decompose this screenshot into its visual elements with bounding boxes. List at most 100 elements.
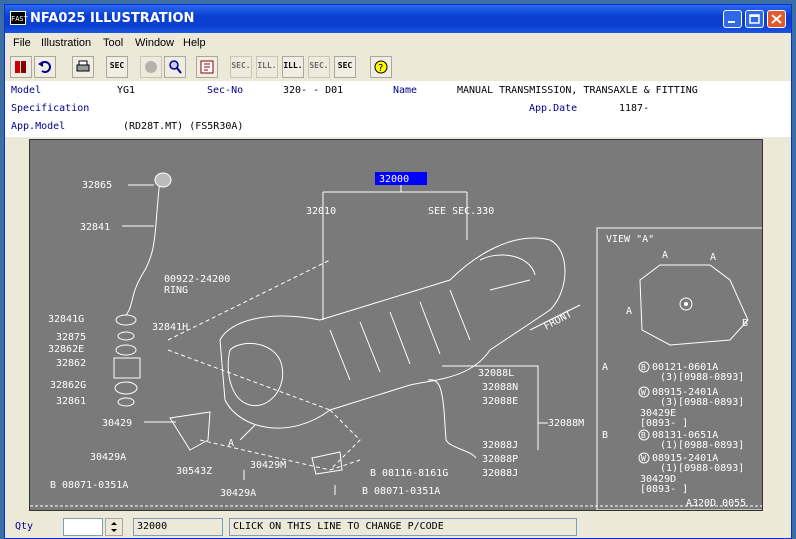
note-sub-3: [0893- ] bbox=[640, 418, 688, 429]
callout-32862e[interactable]: 32862E bbox=[48, 344, 84, 355]
note-sub-1: (3)[0988-0893] bbox=[660, 372, 744, 383]
maximize-button[interactable] bbox=[745, 10, 764, 28]
view-letter-2: A bbox=[710, 252, 716, 263]
view-letter-1: A bbox=[662, 250, 668, 261]
prev-section-button[interactable]: SEC. bbox=[230, 56, 252, 78]
next-section-button[interactable]: SEC. bbox=[308, 56, 330, 78]
secno-label: Sec-No bbox=[207, 85, 244, 96]
app-icon: FAST bbox=[10, 11, 28, 25]
view-letter-4: B bbox=[742, 318, 748, 329]
view-letter-3: A bbox=[626, 306, 632, 317]
help-button[interactable]: ? bbox=[370, 56, 392, 78]
print-button[interactable] bbox=[72, 56, 94, 78]
callout-08116[interactable]: B 08116-8161G bbox=[370, 468, 448, 479]
callout-32841g[interactable]: 32841G bbox=[48, 314, 84, 325]
part-code-display: 32000 bbox=[133, 518, 223, 536]
minimize-button[interactable] bbox=[723, 10, 742, 28]
qty-stepper[interactable] bbox=[105, 518, 123, 536]
callout-32088l[interactable]: 32088L bbox=[478, 368, 514, 379]
menu-help[interactable]: Help bbox=[183, 37, 206, 49]
prev-illustration-button[interactable]: ILL. bbox=[256, 56, 278, 78]
callout-32875[interactable]: 32875 bbox=[56, 332, 86, 343]
callout-30429a-2[interactable]: 30429A bbox=[220, 488, 256, 499]
note-sub-4: (1)[0988-0893] bbox=[660, 440, 744, 451]
book-icon bbox=[15, 61, 26, 73]
undo-button[interactable] bbox=[34, 56, 56, 78]
callout-32861[interactable]: 32861 bbox=[56, 396, 86, 407]
callout-32862g[interactable]: 32862G bbox=[50, 380, 86, 391]
callout-08071-a[interactable]: B 08071-0351A bbox=[50, 480, 128, 491]
callout-30429[interactable]: 30429 bbox=[102, 418, 132, 429]
note-part-1[interactable]: 00121-0601A bbox=[652, 362, 718, 373]
circle-icon bbox=[145, 61, 157, 73]
catalog-icon bbox=[200, 60, 214, 74]
callout-00922[interactable]: 00922-24200 bbox=[164, 274, 230, 285]
note-part-6[interactable]: 30429D bbox=[640, 474, 676, 485]
callout-30429a[interactable]: 30429A bbox=[90, 452, 126, 463]
maximize-icon bbox=[749, 14, 760, 24]
open-book-button[interactable] bbox=[10, 56, 32, 78]
callout-08071-b[interactable]: B 08071-0351A bbox=[362, 486, 440, 497]
illustration-svg: 32000 32010 SEE SEC.330 32865 32841 0092… bbox=[30, 172, 762, 510]
next-illustration-button[interactable]: ILL. bbox=[282, 56, 304, 78]
note-part-2[interactable]: 08915-2401A bbox=[652, 387, 718, 398]
note-sub-5: (1)[0988-0893] bbox=[660, 463, 744, 474]
zoom-button[interactable] bbox=[164, 56, 186, 78]
callout-32088n[interactable]: 32088N bbox=[482, 382, 518, 393]
model-label: Model bbox=[11, 85, 42, 96]
callout-32088p[interactable]: 32088P bbox=[482, 454, 518, 465]
stepper-arrows-icon bbox=[111, 522, 117, 532]
name-label: Name bbox=[393, 85, 418, 96]
note-mark-1: B bbox=[641, 363, 646, 372]
change-pcode-message[interactable]: CLICK ON THIS LINE TO CHANGE P/CODE bbox=[229, 518, 577, 536]
help-icon: ? bbox=[374, 60, 388, 74]
callout-a-marker[interactable]: A bbox=[228, 438, 234, 449]
callout-32088j-2[interactable]: 32088J bbox=[482, 468, 518, 479]
view-a-box bbox=[596, 227, 762, 510]
menu-window[interactable]: Window bbox=[135, 37, 175, 49]
note-part-3[interactable]: 30429E bbox=[640, 408, 676, 419]
illustration-canvas[interactable]: 32000 32010 SEE SEC.330 32865 32841 0092… bbox=[29, 139, 763, 511]
note-mark-4: B bbox=[641, 431, 646, 440]
printer-icon bbox=[76, 60, 90, 72]
callout-see-sec[interactable]: SEE SEC.330 bbox=[428, 206, 494, 217]
callout-selected[interactable]: 32000 bbox=[379, 174, 409, 185]
note-key-a: A bbox=[602, 362, 608, 373]
callout-32862[interactable]: 32862 bbox=[56, 358, 86, 369]
close-button[interactable] bbox=[767, 10, 786, 28]
title-bar[interactable]: FAST NFA025 ILLUSTRATION bbox=[5, 5, 791, 33]
callout-32841h[interactable]: 32841H bbox=[152, 322, 188, 333]
callout-32088e[interactable]: 32088E bbox=[482, 396, 518, 407]
minimize-icon bbox=[728, 21, 735, 23]
info-panel: Model YG1 Sec-No 320- - D01 Name MANUAL … bbox=[5, 81, 791, 137]
catalog-button[interactable] bbox=[196, 56, 218, 78]
callout-32010[interactable]: 32010 bbox=[306, 206, 336, 217]
note-sub-2: (3)[0988-0893] bbox=[660, 397, 744, 408]
menu-illustration[interactable]: Illustration bbox=[41, 37, 92, 49]
callout-30543z[interactable]: 30543Z bbox=[176, 466, 212, 477]
view-a-title: VIEW "A" bbox=[606, 234, 654, 245]
callout-32088j[interactable]: 32088J bbox=[482, 440, 518, 451]
magnifier-icon bbox=[169, 60, 182, 74]
note-part-5[interactable]: 08915-2401A bbox=[652, 453, 718, 464]
callout-30429m[interactable]: 30429M bbox=[250, 460, 286, 471]
note-part-4[interactable]: 08131-0651A bbox=[652, 430, 718, 441]
menu-file[interactable]: File bbox=[13, 37, 31, 49]
app-window: FAST NFA025 ILLUSTRATION File Illustrati… bbox=[4, 4, 792, 539]
note-sub-6: [0893- ] bbox=[640, 484, 688, 495]
section-query-button[interactable]: SEC bbox=[334, 56, 356, 78]
menu-bar: File Illustration Tool Window Help bbox=[5, 33, 791, 53]
record-button[interactable] bbox=[140, 56, 162, 78]
figure-id: A320D 0055 bbox=[686, 498, 746, 509]
callout-32865[interactable]: 32865 bbox=[82, 180, 112, 191]
section-button[interactable]: SEC bbox=[106, 56, 128, 78]
appdate-label: App.Date bbox=[529, 103, 578, 114]
callout-32088m[interactable]: 32088M bbox=[548, 418, 584, 429]
note-mark-2: W bbox=[641, 388, 646, 397]
callout-32841[interactable]: 32841 bbox=[80, 222, 110, 233]
qty-input[interactable] bbox=[63, 518, 103, 536]
callout-ring[interactable]: RING bbox=[164, 285, 188, 296]
spec-label: Specification bbox=[11, 103, 90, 114]
menu-tool[interactable]: Tool bbox=[103, 37, 124, 49]
appmodel-value: (RD28T.MT) (FS5R30A) bbox=[123, 121, 244, 132]
